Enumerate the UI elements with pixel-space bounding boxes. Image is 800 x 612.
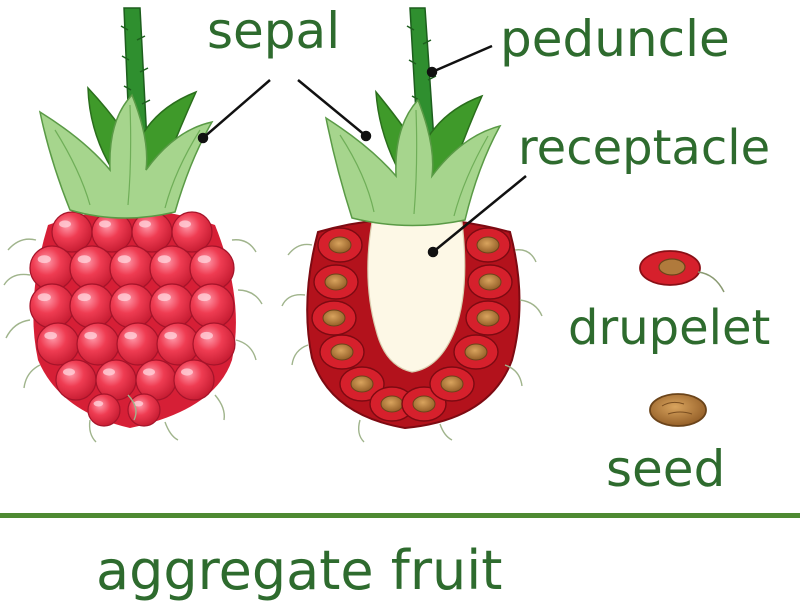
drupelet-highlight bbox=[143, 368, 155, 376]
cut-drupelet-seed bbox=[328, 236, 352, 254]
label-drupelet: drupelet bbox=[568, 300, 771, 356]
drupelet-highlight bbox=[99, 220, 111, 228]
drupelet-highlight bbox=[103, 368, 115, 376]
single-seed bbox=[649, 393, 707, 427]
drupelet-sphere bbox=[109, 283, 155, 329]
cut-drupelet-seed bbox=[464, 343, 488, 361]
drupelet-sphere bbox=[29, 283, 75, 329]
cut-drupelet-seed bbox=[476, 236, 500, 254]
drupelet-sphere bbox=[171, 211, 213, 253]
berry-hairs bbox=[3, 238, 263, 443]
drupelet-highlight bbox=[117, 293, 131, 302]
cut-drupelet-seed bbox=[440, 375, 464, 393]
cut-drupelet-seed bbox=[380, 395, 404, 413]
drupelet-highlight bbox=[133, 400, 144, 407]
drupelet-sphere bbox=[29, 245, 75, 291]
leader-sepal-left bbox=[202, 79, 271, 139]
whole-raspberry bbox=[3, 7, 263, 443]
cut-drupelet-seed bbox=[350, 375, 374, 393]
drupelet-sphere bbox=[192, 322, 236, 366]
label-receptacle: receptacle bbox=[518, 120, 771, 176]
drupelet-sphere bbox=[76, 322, 120, 366]
drupelet-highlight bbox=[37, 255, 51, 264]
drupelet-highlight bbox=[139, 220, 151, 228]
drupelet-sphere bbox=[189, 283, 235, 329]
leader-sepal-right bbox=[297, 79, 367, 137]
drupelet-sphere bbox=[55, 359, 97, 401]
drupelet-highlight bbox=[181, 368, 193, 376]
label-seed: seed bbox=[606, 440, 726, 498]
drupelet-highlight bbox=[164, 331, 177, 340]
drupelet-sphere bbox=[36, 322, 80, 366]
diagram-title: aggregate fruit bbox=[96, 539, 503, 602]
label-peduncle: peduncle bbox=[500, 10, 730, 68]
cut-sepal-veins bbox=[339, 109, 489, 217]
drupelet-highlight bbox=[197, 293, 211, 302]
single-drupelet bbox=[639, 250, 725, 293]
drupelet-sphere bbox=[51, 211, 93, 253]
drupelet-highlight bbox=[77, 255, 91, 264]
cut-drupelet-seed bbox=[478, 273, 502, 291]
drupelet-sphere bbox=[109, 245, 155, 291]
drupelet-sphere bbox=[87, 393, 121, 427]
cut-drupelet-seed bbox=[330, 343, 354, 361]
cut-drupelet-seed bbox=[412, 395, 436, 413]
cut-hairs bbox=[281, 243, 543, 443]
label-sepal: sepal bbox=[207, 2, 341, 60]
cut-drupelet-seed bbox=[322, 309, 346, 327]
cut-drupelet-seed bbox=[324, 273, 348, 291]
drupelet-highlight bbox=[63, 368, 75, 376]
drupelet-highlight bbox=[157, 293, 171, 302]
drupelet-sphere bbox=[127, 393, 161, 427]
drupelet-highlight bbox=[77, 293, 91, 302]
divider-line bbox=[0, 513, 800, 518]
drupelet-highlight bbox=[197, 255, 211, 264]
sepal-veins bbox=[54, 104, 201, 209]
drupelet-highlight bbox=[44, 331, 57, 340]
drupelet-highlight bbox=[179, 220, 191, 228]
drupelet-sphere bbox=[149, 283, 195, 329]
whole-berry-drupelets bbox=[29, 211, 236, 427]
drupelet-sphere bbox=[116, 322, 160, 366]
leader-receptacle bbox=[432, 175, 527, 253]
drupelet-highlight bbox=[124, 331, 137, 340]
drupelet-highlight bbox=[117, 255, 131, 264]
drupelet-highlight bbox=[157, 255, 171, 264]
drupelet-sphere bbox=[173, 359, 215, 401]
drupelet-sphere bbox=[69, 283, 115, 329]
drupelet-highlight bbox=[59, 220, 71, 228]
whole-sepal-light bbox=[38, 93, 214, 219]
stem-hairs bbox=[120, 25, 151, 105]
leader-lines bbox=[197, 44, 527, 258]
cut-berry-drupelets bbox=[311, 227, 513, 422]
drupelet-highlight bbox=[37, 293, 51, 302]
drupelet-highlight bbox=[84, 331, 97, 340]
leader-peduncle bbox=[431, 44, 493, 74]
cut-raspberry bbox=[281, 7, 543, 443]
drupelet-highlight bbox=[200, 331, 213, 340]
drupelet-sphere bbox=[149, 245, 195, 291]
cut-drupelet-seed bbox=[476, 309, 500, 327]
drupelet-sphere bbox=[189, 245, 235, 291]
drupelet-sphere bbox=[69, 245, 115, 291]
drupelet-highlight bbox=[93, 400, 104, 407]
